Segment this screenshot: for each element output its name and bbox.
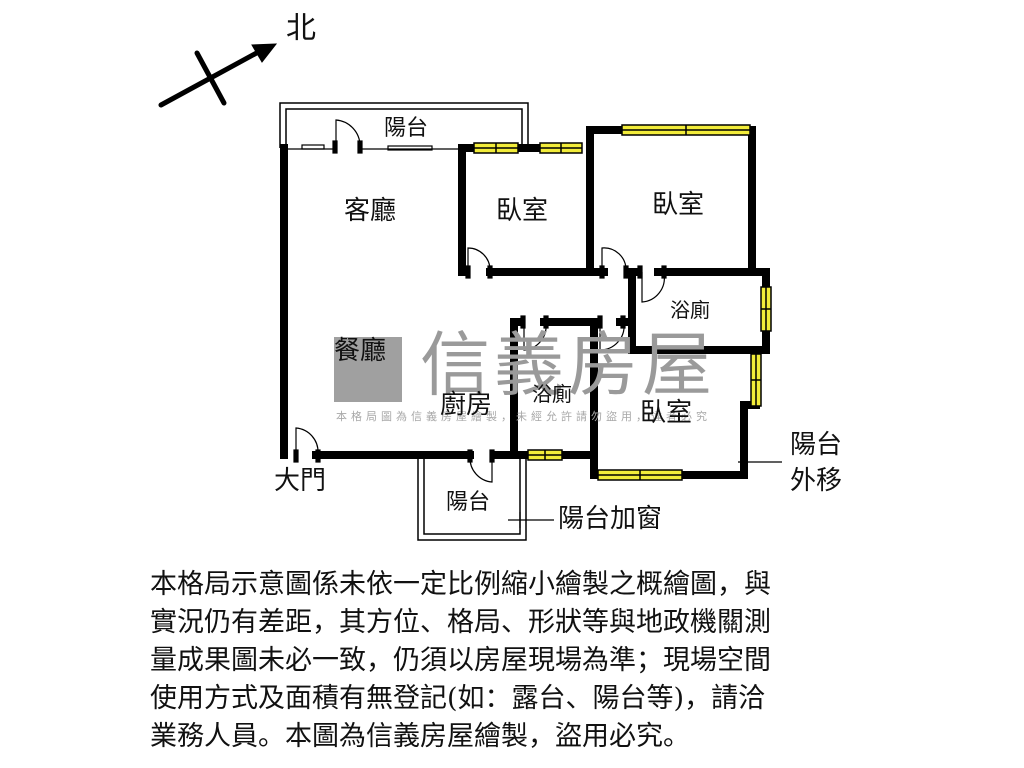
- disclaimer-line: 量成果圖未必一致，仍須以房屋現場為準；現場空間: [150, 645, 771, 676]
- watermark-brand: 信義房屋: [420, 324, 716, 406]
- room-label-bedroom-2: 臥室: [652, 190, 705, 220]
- window-bedroom1-right: [539, 142, 583, 154]
- north-label: 北: [286, 11, 316, 46]
- disclaimer-line: 業務人員。本圖為信義房屋繪製，盜用必究。: [150, 721, 690, 752]
- room-label-bathroom-1: 浴廁: [670, 298, 710, 322]
- room-label-bedroom-3: 臥室: [640, 398, 693, 428]
- door-swings: [293, 119, 667, 483]
- disclaimer-text: 本格局示意圖係未依一定比例縮小繪製之概繪圖，與 實況仍有差距，其方位、格局、形狀…: [150, 566, 880, 756]
- room-label-dining-room: 餐廳: [334, 336, 387, 366]
- floor-plan: [158, 43, 782, 541]
- window-bedroom2: [621, 124, 751, 136]
- window-bedroom3-bottom: [597, 469, 683, 481]
- annotation-balcony-moved-line1: 陽台: [790, 430, 843, 460]
- annotation-balcony-moved-line2: 外移: [790, 466, 843, 496]
- windows: [473, 124, 772, 481]
- disclaimer-line: 本格局示意圖係未依一定比例縮小繪製之概繪圖，與: [150, 569, 771, 600]
- north-arrow-icon: [158, 43, 278, 108]
- room-label-kitchen: 廚房: [440, 390, 493, 420]
- disclaimer-line: 使用方式及面積有無登記(如：露台、陽台等)，請洽: [150, 683, 766, 714]
- room-label-bathroom-2: 浴廁: [532, 382, 572, 406]
- room-label-balcony-bottom: 陽台: [446, 490, 491, 515]
- window-bath1: [760, 286, 772, 332]
- window-bedroom3-side: [750, 353, 762, 407]
- label-main-door: 大門: [274, 466, 327, 496]
- room-label-bedroom-1: 臥室: [496, 196, 549, 226]
- brand-logo-icon: [334, 337, 402, 402]
- watermark-notice: 本格局圖為信義房屋繪製，未經允許請勿盜用，違者必究: [336, 410, 711, 423]
- balcony-bottom-outline: [417, 455, 527, 541]
- room-label-living-room: 客廳: [344, 196, 397, 226]
- disclaimer-line: 實況仍有差距，其方位、格局、形狀等與地政機關測: [150, 607, 771, 638]
- room-label-balcony-top: 陽台: [384, 116, 429, 141]
- thin-lines: [286, 144, 782, 521]
- balcony-top-outline: [279, 102, 529, 148]
- annotation-balcony-window-added: 陽台加窗: [558, 504, 663, 534]
- window-bedroom1-left: [473, 142, 519, 154]
- window-bath2: [527, 449, 563, 461]
